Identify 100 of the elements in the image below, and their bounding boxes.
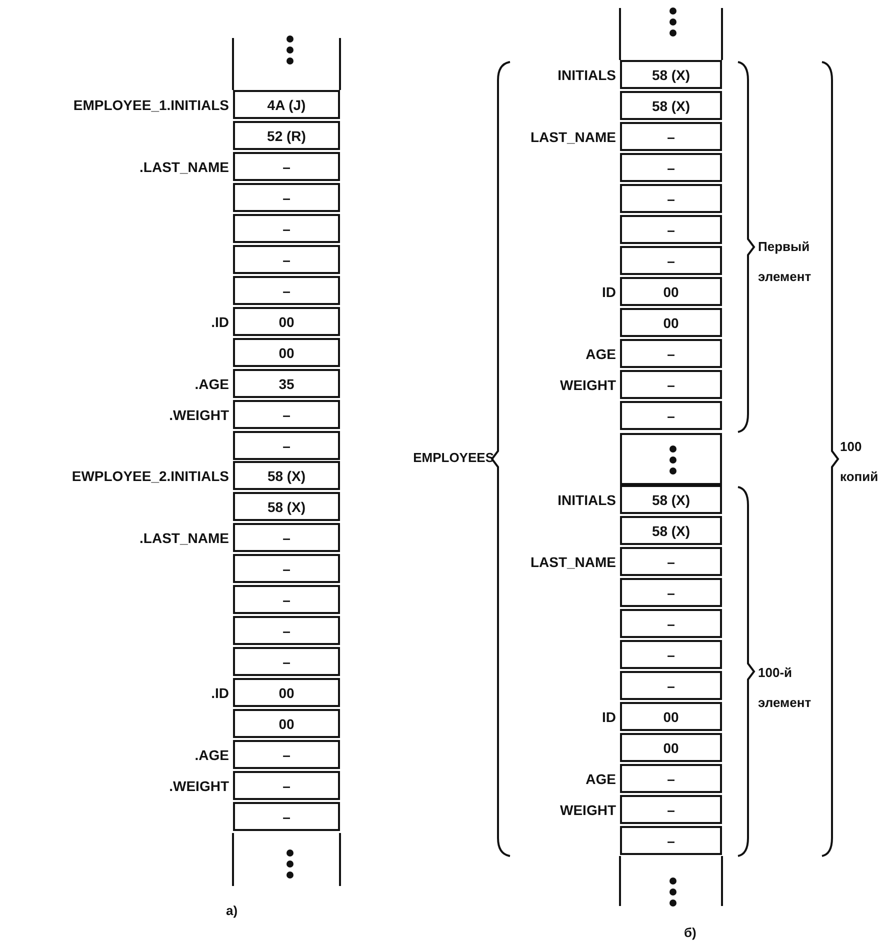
cell-value: 52 (R) xyxy=(267,128,306,144)
memory-cell xyxy=(620,826,722,855)
memory-cell xyxy=(233,121,340,150)
cell-value: – xyxy=(282,654,290,670)
cell-value: – xyxy=(282,778,290,794)
field-name: .AGE xyxy=(194,376,229,392)
cell-value: – xyxy=(282,252,290,268)
cell-value: – xyxy=(282,622,290,638)
memory-cell xyxy=(233,183,340,212)
cell-value: – xyxy=(667,346,675,362)
memory-cell xyxy=(233,647,340,676)
cell-value: – xyxy=(667,128,675,144)
cell-value: 00 xyxy=(663,708,679,724)
field-name: LAST_NAME xyxy=(530,128,616,144)
cell-value: 00 xyxy=(278,314,294,330)
cell-value: 4A (J) xyxy=(267,96,306,112)
cell-value: 35 xyxy=(278,376,294,392)
cell-value: – xyxy=(667,252,675,268)
cell-value: – xyxy=(667,376,675,392)
memory-cell xyxy=(233,585,340,614)
figure-caption: б) xyxy=(684,925,696,940)
brace-label: Первый элемент xyxy=(758,238,812,286)
field-name: .AGE xyxy=(194,746,229,762)
memory-cell xyxy=(620,516,722,545)
memory-cell xyxy=(620,733,722,762)
field-name: .WEIGHT xyxy=(169,406,229,422)
cell-value: 58 (X) xyxy=(652,98,690,114)
field-name: EWPLOYEE_2.INITIALS xyxy=(72,468,229,484)
memory-cell xyxy=(620,215,722,244)
cell-value: – xyxy=(667,678,675,694)
memory-cell xyxy=(233,214,340,243)
memory-cell xyxy=(620,671,722,700)
cell-value: – xyxy=(667,554,675,570)
memory-cell xyxy=(620,401,722,430)
cell-value: – xyxy=(667,802,675,818)
cell-value: – xyxy=(667,190,675,206)
brace-label: 100-й элемент xyxy=(758,664,812,712)
memory-cell xyxy=(233,276,340,305)
cell-value: 58 (X) xyxy=(652,492,690,508)
cell-value: – xyxy=(667,616,675,632)
memory-cell xyxy=(233,802,340,831)
memory-cell xyxy=(233,554,340,583)
memory-cell xyxy=(620,609,722,638)
cell-value: 58 (X) xyxy=(652,66,690,82)
field-name: WEIGHT xyxy=(560,802,616,818)
field-name: INITIALS xyxy=(558,492,616,508)
field-name: WEIGHT xyxy=(560,376,616,392)
field-name: ID xyxy=(602,284,616,300)
memory-cell xyxy=(620,308,722,337)
memory-cell xyxy=(620,578,722,607)
cell-value: – xyxy=(282,530,290,546)
field-name: .ID xyxy=(211,314,229,330)
cell-value: – xyxy=(667,160,675,176)
memory-cell xyxy=(233,616,340,645)
cell-value: – xyxy=(282,560,290,576)
memory-cell xyxy=(233,492,340,521)
field-name: EMPLOYEE_1.INITIALS xyxy=(73,96,229,112)
field-name: .ID xyxy=(211,684,229,700)
cell-value: 00 xyxy=(663,314,679,330)
memory-cell xyxy=(620,184,722,213)
memory-cell xyxy=(620,153,722,182)
cell-value: – xyxy=(282,592,290,608)
cell-value: 00 xyxy=(663,740,679,756)
cell-value: – xyxy=(282,746,290,762)
memory-cell xyxy=(233,431,340,460)
cell-value: 58 (X) xyxy=(267,468,306,484)
memory-cell xyxy=(233,709,340,738)
cell-value: 00 xyxy=(278,716,294,732)
cell-value: 00 xyxy=(278,344,294,360)
memory-cell xyxy=(620,91,722,120)
cell-value: – xyxy=(667,584,675,600)
cell-value: – xyxy=(282,158,290,174)
cell-value: – xyxy=(667,832,675,848)
cell-value: 00 xyxy=(278,684,294,700)
cell-value: – xyxy=(282,282,290,298)
cell-value: – xyxy=(667,222,675,238)
cell-value: – xyxy=(667,408,675,424)
memory-cell xyxy=(233,338,340,367)
cell-value: – xyxy=(282,808,290,824)
field-name: .LAST_NAME xyxy=(140,158,229,174)
cell-value: 00 xyxy=(663,284,679,300)
memory-cell xyxy=(233,245,340,274)
figure-caption: а) xyxy=(226,903,238,918)
cell-value: – xyxy=(282,438,290,454)
cell-value: – xyxy=(667,646,675,662)
cell-value: – xyxy=(282,406,290,422)
memory-cell xyxy=(620,246,722,275)
field-name: ID xyxy=(602,708,616,724)
cell-value: – xyxy=(282,190,290,206)
field-name: LAST_NAME xyxy=(530,554,616,570)
cell-value: – xyxy=(282,220,290,236)
cell-value: 58 (X) xyxy=(267,498,306,514)
memory-cell xyxy=(620,640,722,669)
field-name: AGE xyxy=(586,770,616,786)
cell-value: 58 (X) xyxy=(652,522,690,538)
field-name: .LAST_NAME xyxy=(140,530,229,546)
cell-value: – xyxy=(667,770,675,786)
brace-label: 100 копий xyxy=(840,438,880,486)
field-name: AGE xyxy=(586,346,616,362)
field-name: .WEIGHT xyxy=(169,778,229,794)
